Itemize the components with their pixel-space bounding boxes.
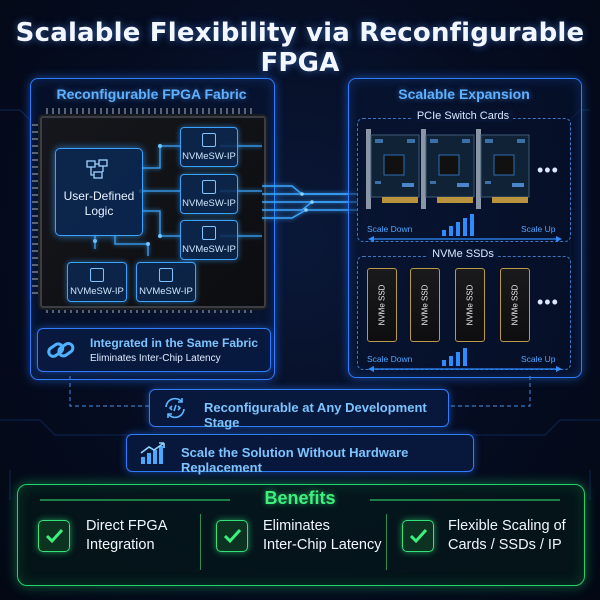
pcie-scale-arrow (368, 214, 562, 242)
integration-callout: Integrated in the Same Fabric Eliminates… (37, 328, 271, 372)
nvme-ssd-drive: NVMe SSD (455, 268, 485, 342)
interconnect-bus (262, 185, 358, 219)
ip-core-icon (202, 180, 216, 194)
page-title: Scalable Flexibility via Reconfigurable … (15, 18, 585, 78)
nvmesw-ip-block: NVMeSW-IP (67, 262, 127, 302)
ip-core-icon (90, 268, 104, 282)
ssd-group-title: NVMe SSDs (357, 248, 569, 260)
integration-subtitle: Eliminates Inter-Chip Latency (90, 353, 221, 364)
user-defined-logic-label: User-Defined Logic (63, 189, 135, 218)
ssd-scale-down-label: Scale Down (367, 354, 413, 364)
benefit-check-icon (216, 520, 248, 552)
refresh-code-icon (165, 397, 185, 419)
expansion-panel-title: Scalable Expansion (398, 86, 530, 102)
ssd-scale-arrow (368, 348, 562, 372)
nvmesw-ip-block: NVMeSW-IP (136, 262, 196, 302)
benefit-check-icon (38, 520, 70, 552)
ssd-scale-up-label: Scale Up (521, 354, 556, 364)
feature-scale-without-replacement: Scale the Solution Without Hardware Repl… (126, 434, 474, 475)
more-cards-dots: ••• (537, 160, 559, 180)
feature-connectors (69, 376, 531, 407)
ip-block-label: NVMeSW-IP (70, 286, 124, 297)
benefit-check-icon (402, 520, 434, 552)
logic-blocks-icon (86, 159, 108, 179)
growth-chart-icon (140, 442, 165, 464)
nvmesw-ip-block: NVMeSW-IP (180, 174, 238, 214)
nvmesw-ip-block: NVMeSW-IP (180, 220, 238, 260)
more-ssds-dots: ••• (537, 292, 559, 312)
pcie-scale-down-label: Scale Down (367, 224, 413, 234)
fpga-chip-pins (32, 108, 268, 313)
nvmesw-ip-block: NVMeSW-IP (180, 127, 238, 167)
pcie-card-illustrations (366, 128, 530, 210)
benefits-divider (386, 514, 387, 570)
integration-title: Integrated in the Same Fabric (90, 336, 259, 350)
ip-block-label: NVMeSW-IP (182, 198, 236, 209)
benefits-panel (17, 484, 585, 586)
ip-block-label: NVMeSW-IP (182, 151, 236, 162)
ip-block-label: NVMeSW-IP (139, 286, 193, 297)
pcie-scale-up-label: Scale Up (521, 224, 556, 234)
nvme-ssd-drive: NVMe SSD (367, 268, 397, 342)
chain-link-icon (47, 341, 75, 358)
ip-core-icon (202, 226, 216, 240)
ip-core-icon (202, 133, 216, 147)
benefits-divider (200, 514, 201, 570)
ip-core-icon (159, 268, 173, 282)
feature-scale-text: Scale the Solution Without Hardware Repl… (181, 445, 409, 475)
nvme-ssd-drive: NVMe SSD (410, 268, 440, 342)
benefits-title: Benefits (264, 488, 336, 508)
nvme-ssd-drive: NVMe SSD (500, 268, 530, 342)
pcie-group-title: PCIe Switch Cards (357, 110, 569, 122)
user-defined-logic-block: User-Defined Logic (55, 148, 143, 236)
feature-reconfigurable-text: Reconfigurable at Any Development Stage (204, 400, 427, 430)
ip-block-label: NVMeSW-IP (182, 244, 236, 255)
benefits-title-rule (40, 499, 560, 501)
fpga-panel-title: Reconfigurable FPGA Fabric (56, 86, 247, 102)
feature-reconfigurable: Reconfigurable at Any Development Stage (149, 389, 449, 430)
